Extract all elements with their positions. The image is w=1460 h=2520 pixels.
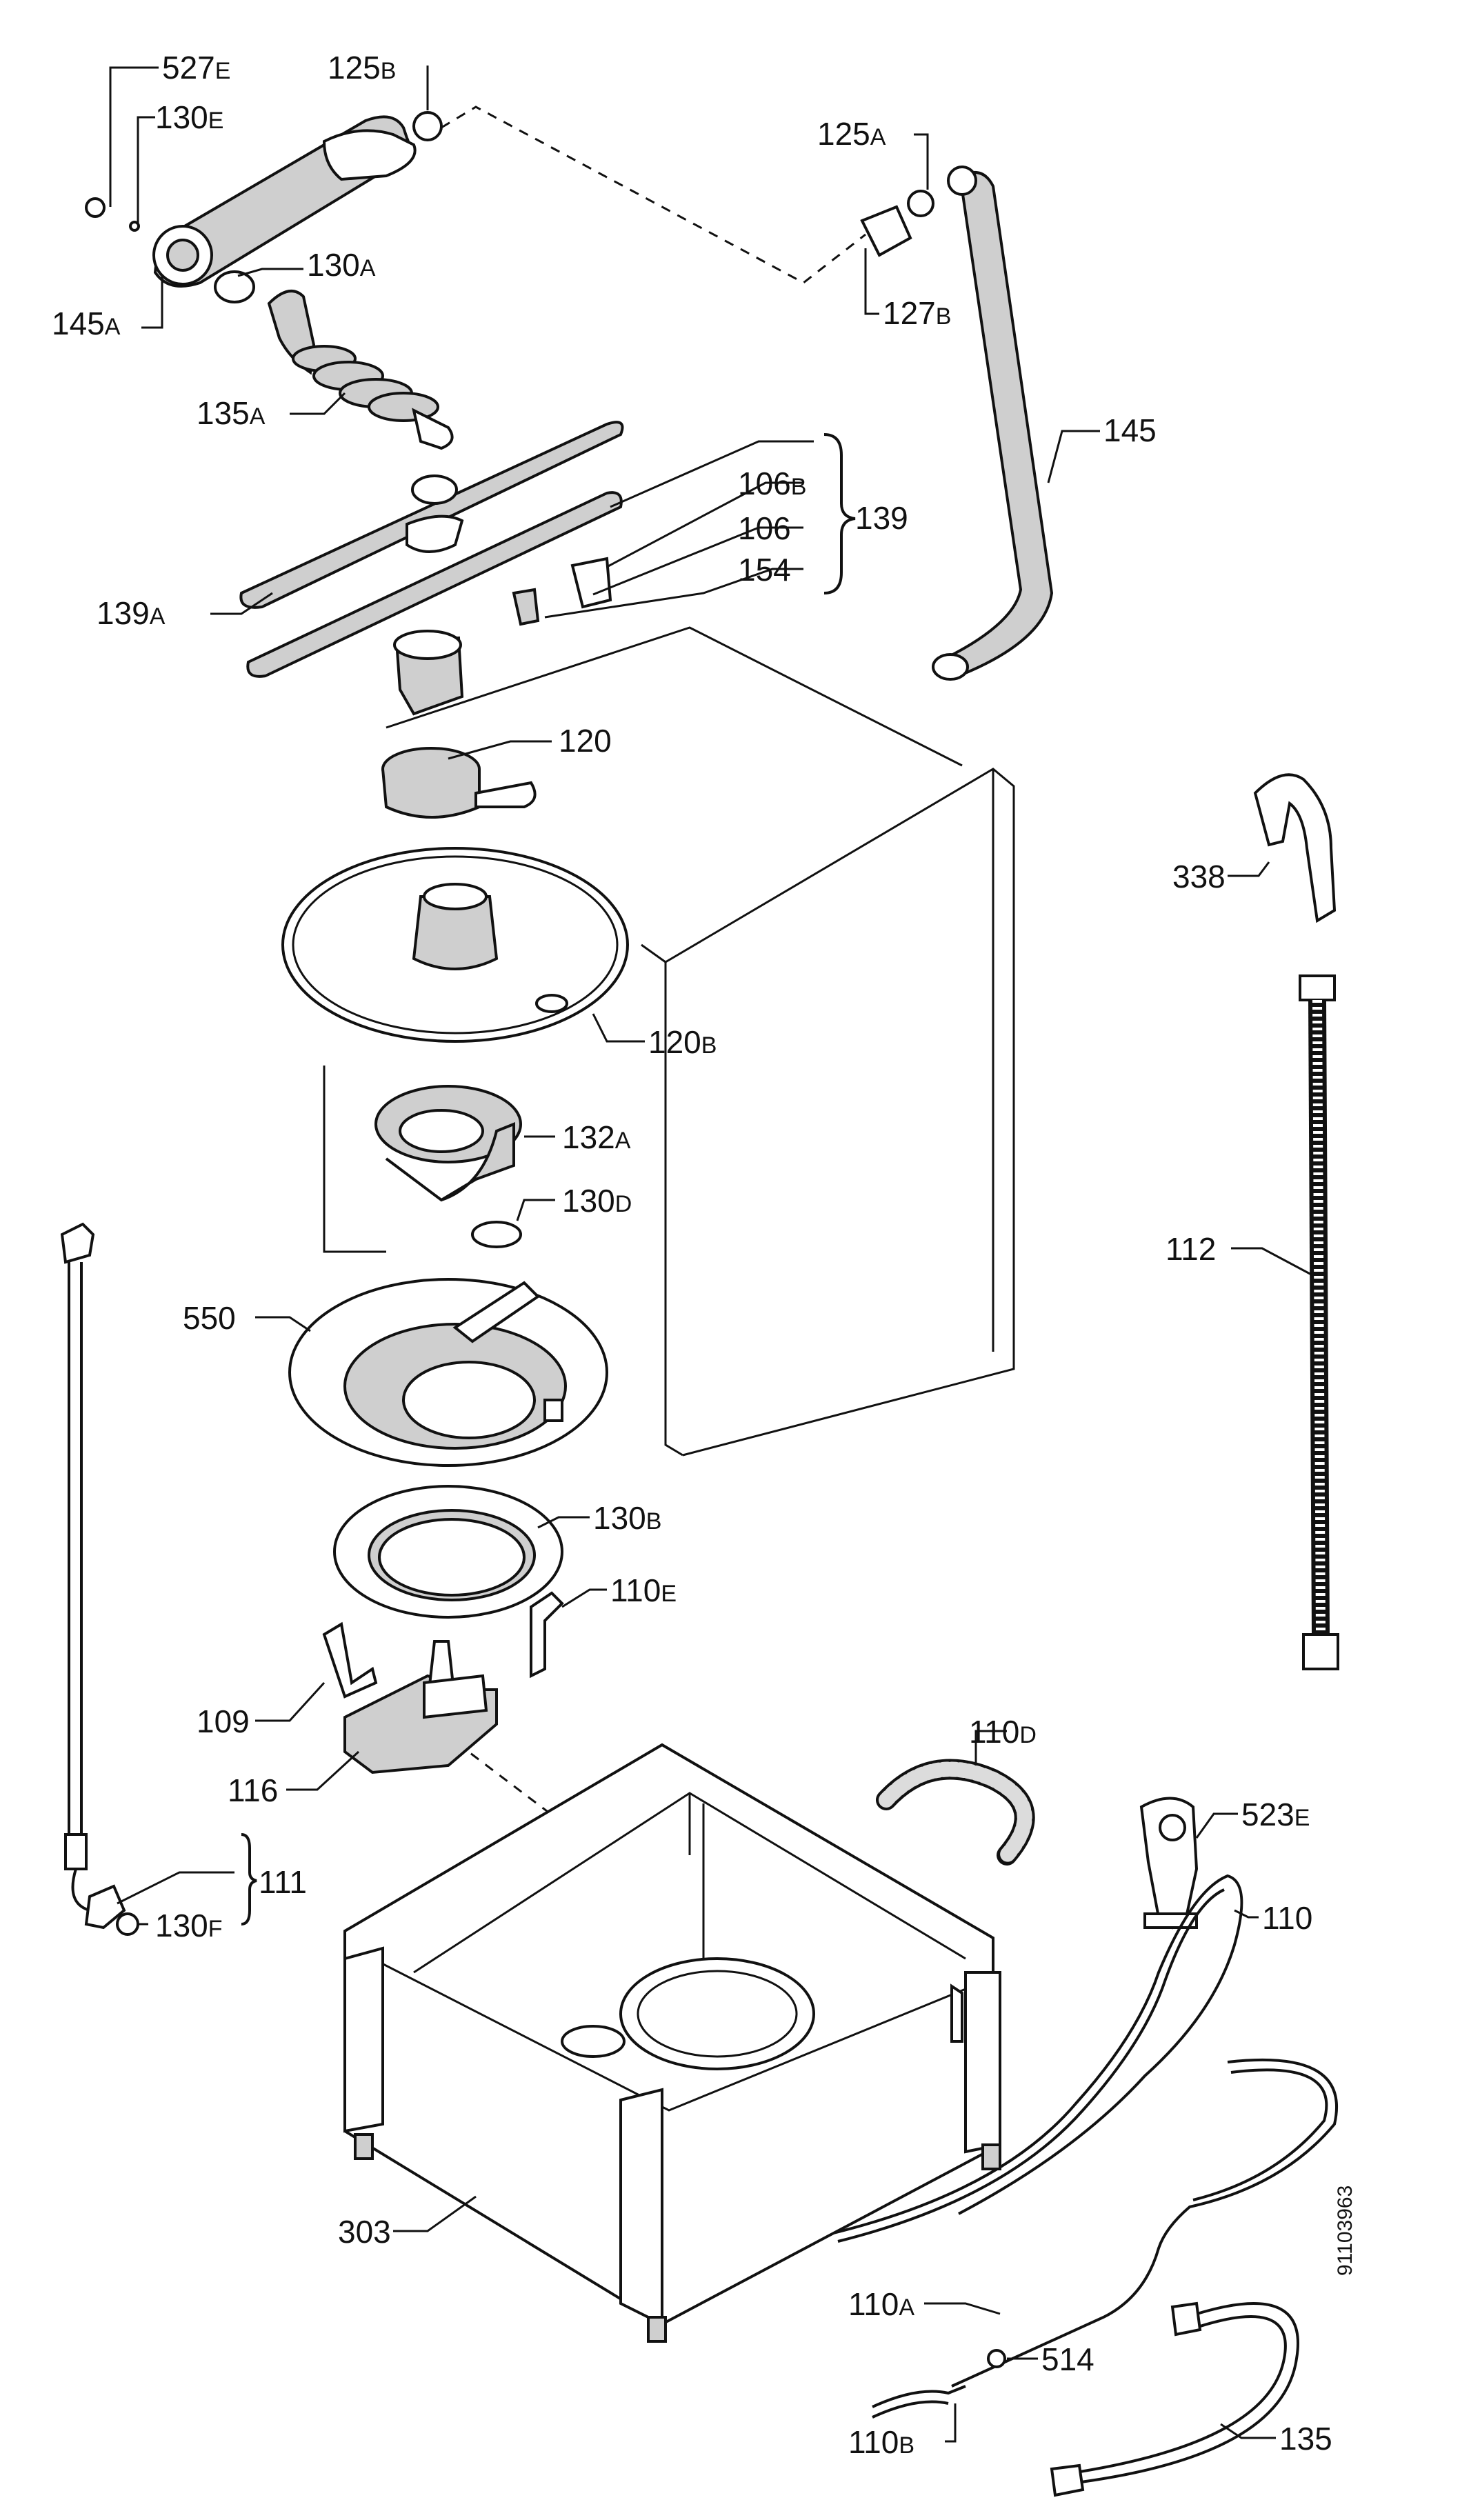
label-550: 550 <box>183 1300 236 1336</box>
label-106: 106 <box>738 510 791 546</box>
cabinet-outline <box>323 626 1015 1457</box>
o-ring-130d <box>471 1221 522 1248</box>
label-125b: 125B <box>328 50 396 86</box>
bellows-tube-135a <box>267 290 454 450</box>
label-130d: 130D <box>562 1183 632 1219</box>
label-130b: 130B <box>593 1500 661 1536</box>
leader-lines <box>109 66 1314 2443</box>
fitting-514-110b <box>872 2349 1006 2419</box>
nut-127b <box>860 205 912 257</box>
label-106b: 106B <box>738 466 806 501</box>
brace-139 <box>823 433 856 594</box>
label-145: 145 <box>1103 412 1157 448</box>
hose-111 <box>60 1222 139 1936</box>
label-110b: 110B <box>848 2424 914 2460</box>
o-ring-125a <box>907 190 934 217</box>
label-120: 120 <box>559 723 612 759</box>
label-110d: 110D <box>969 1714 1037 1750</box>
feed-pipe-145 <box>860 166 1054 681</box>
brace-111 <box>241 1833 257 1926</box>
label-139: 139 <box>855 500 908 536</box>
label-135a: 135A <box>197 395 266 431</box>
braided-hose-112 <box>1299 974 1339 1670</box>
label-112: 112 <box>1166 1231 1216 1267</box>
label-139a: 139A <box>97 595 166 631</box>
filter-plate-120b <box>281 847 629 1043</box>
part-labels: 527E 125B 130E 130A 145A 135A 125A 127B … <box>52 50 1357 2460</box>
bracket-523e <box>1139 1797 1199 1930</box>
label-130f: 130F <box>155 1908 223 1943</box>
upper-spray-arm <box>85 111 443 303</box>
label-514: 514 <box>1041 2341 1094 2377</box>
small-parts-110e-109-116 <box>322 1591 564 1774</box>
label-110a: 110A <box>848 2286 914 2322</box>
label-109: 109 <box>197 1703 250 1739</box>
label-120b: 120B <box>648 1024 717 1060</box>
label-527e: 527E <box>162 50 230 86</box>
hose-110d <box>876 1759 1035 1866</box>
hose-135 <box>1050 2301 1299 2497</box>
seal-ring-130b <box>333 1485 563 1619</box>
label-110: 110 <box>1262 1900 1312 1936</box>
label-132a: 132A <box>562 1119 631 1155</box>
label-110e: 110E <box>610 1572 677 1608</box>
label-125a: 125A <box>817 116 886 152</box>
label-145a: 145A <box>52 306 121 341</box>
label-111: 111 <box>259 1864 307 1900</box>
label-523e: 523E <box>1241 1797 1310 1832</box>
label-154: 154 <box>738 552 791 588</box>
document-id: 91103963 <box>1334 2186 1357 2276</box>
label-135: 135 <box>1279 2421 1332 2457</box>
label-338: 338 <box>1172 859 1226 894</box>
label-130a: 130A <box>307 247 376 283</box>
base-tub-303 <box>343 1743 1001 2343</box>
hose-110a <box>951 2059 1339 2388</box>
sump-cover-132a <box>374 1085 522 1248</box>
label-130e: 130E <box>155 99 223 135</box>
lower-spray-arm <box>239 421 624 678</box>
gasket-125b <box>412 111 443 141</box>
label-127b: 127B <box>883 295 951 331</box>
label-116: 116 <box>228 1772 278 1808</box>
hose-110 <box>827 1874 1243 2243</box>
label-303: 303 <box>338 2214 391 2250</box>
tube-and-filter-120 <box>381 630 537 819</box>
sump-base-550 <box>288 1278 608 1467</box>
clip-338 <box>1253 773 1337 923</box>
